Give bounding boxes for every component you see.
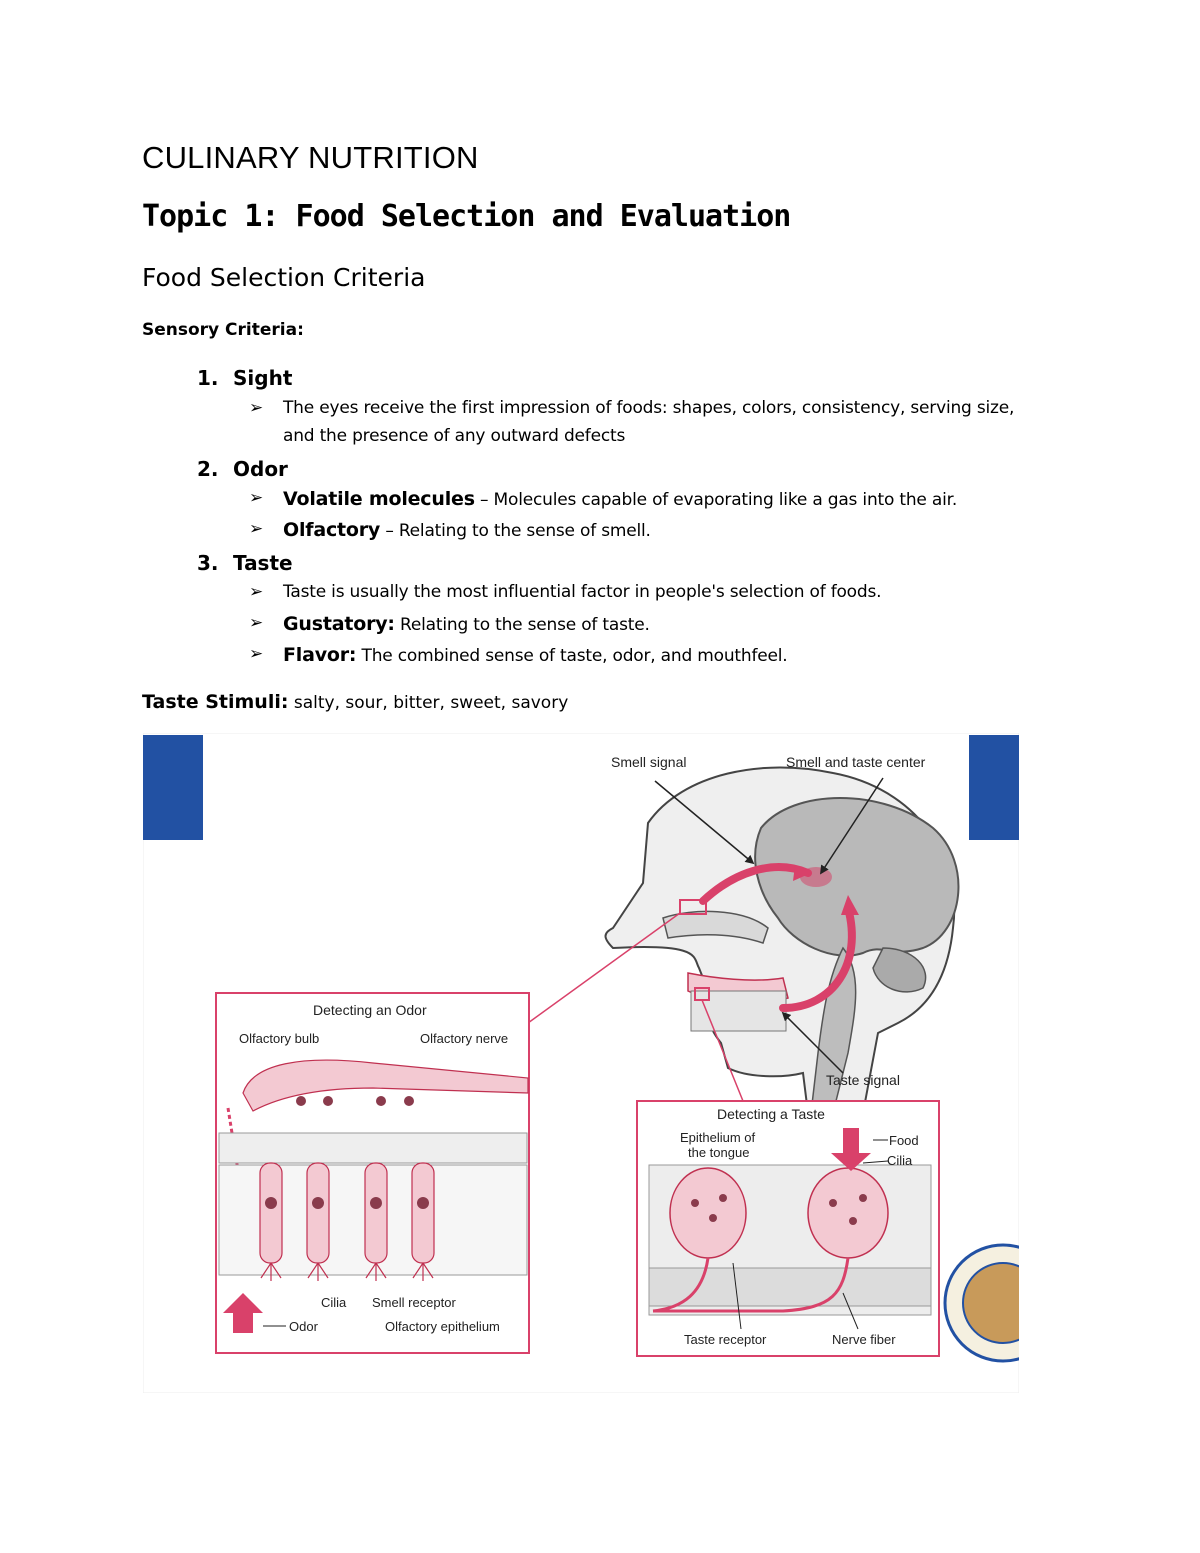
topic-title: Topic 1: Food Selection and Evaluation <box>142 199 791 234</box>
taste-stimuli: Taste Stimuli: salty, sour, bitter, swee… <box>142 691 568 713</box>
bullet-sight-1-cont: and the presence of any outward defects <box>283 426 626 446</box>
bullet-sight-1: ➢ The eyes receive the first impression … <box>249 398 1015 418</box>
term: Gustatory: <box>283 613 395 635</box>
blue-bar-left <box>143 735 203 840</box>
arrow-bullet-icon: ➢ <box>249 398 264 418</box>
label-taste-signal: Taste signal <box>826 1072 900 1088</box>
taste-stimuli-text: salty, sour, bitter, sweet, savory <box>288 693 569 713</box>
label-cilia-odor: Cilia <box>321 1295 347 1310</box>
label-smell-receptor: Smell receptor <box>372 1295 456 1310</box>
criterion-taste: 3. Taste <box>197 551 293 575</box>
arrow-bullet-icon: ➢ <box>249 613 264 633</box>
detecting-taste-box <box>636 1100 940 1357</box>
bullet-taste-2: ➢ Gustatory: Relating to the sense of ta… <box>249 613 650 635</box>
criterion-sight: 1. Sight <box>197 366 292 390</box>
label-olfactory-epithelium: Olfactory epithelium <box>385 1319 500 1334</box>
label-food: Food <box>889 1133 919 1148</box>
label-taste-receptor: Taste receptor <box>684 1332 767 1347</box>
label-smell-signal: Smell signal <box>611 754 686 770</box>
course-title: CULINARY NUTRITION <box>142 140 479 175</box>
criterion-number: 1. <box>197 366 219 390</box>
taste-stimuli-label: Taste Stimuli: <box>142 691 289 713</box>
criterion-number: 3. <box>197 551 219 575</box>
criterion-name: Sight <box>233 366 293 390</box>
term: Flavor: <box>283 644 357 666</box>
arrow-bullet-icon: ➢ <box>249 488 264 508</box>
label-odor: Odor <box>289 1319 319 1334</box>
term: Olfactory <box>283 519 381 541</box>
arrow-bullet-icon: ➢ <box>249 644 264 664</box>
label-epithelium-line1: Epithelium of <box>680 1130 756 1145</box>
criterion-name: Odor <box>233 457 288 481</box>
bullet-odor-2: ➢ Olfactory – Relating to the sense of s… <box>249 519 651 541</box>
bullet-taste-3: ➢ Flavor: The combined sense of taste, o… <box>249 644 788 666</box>
criterion-number: 2. <box>197 457 219 481</box>
head-illustration <box>604 766 960 1114</box>
label-cilia-taste: Cilia <box>887 1153 913 1168</box>
label-detecting-taste: Detecting a Taste <box>717 1106 825 1122</box>
nose-zoom-box <box>679 899 707 915</box>
label-detecting-odor: Detecting an Odor <box>313 1002 427 1018</box>
criterion-name: Taste <box>233 551 293 575</box>
label-nerve-fiber: Nerve fiber <box>832 1332 896 1347</box>
bullet-odor-1: ➢ Volatile molecules – Molecules capable… <box>249 488 958 510</box>
school-logo <box>943 1243 1019 1363</box>
criterion-odor: 2. Odor <box>197 457 288 481</box>
label-smell-taste-center: Smell and taste center <box>786 754 926 770</box>
term: Volatile molecules <box>283 488 475 510</box>
subsection-title: Sensory Criteria: <box>142 320 304 340</box>
label-olfactory-nerve: Olfactory nerve <box>420 1031 508 1046</box>
label-epithelium-line2: the tongue <box>688 1145 749 1160</box>
detecting-odor-box <box>215 992 530 1354</box>
blue-bar-right <box>969 735 1019 840</box>
taste-signal-arrow <box>779 904 856 1012</box>
smell-taste-diagram: Smell signal Smell and taste center Tast… <box>143 733 1019 1393</box>
bullet-taste-1: ➢ Taste is usually the most influential … <box>249 582 882 602</box>
food-down-arrow-icon <box>831 1128 871 1171</box>
label-olfactory-bulb: Olfactory bulb <box>239 1031 319 1046</box>
section-title: Food Selection Criteria <box>142 263 426 292</box>
arrow-bullet-icon: ➢ <box>249 519 264 539</box>
odor-up-arrow-icon <box>223 1293 263 1333</box>
arrow-bullet-icon: ➢ <box>249 582 264 602</box>
